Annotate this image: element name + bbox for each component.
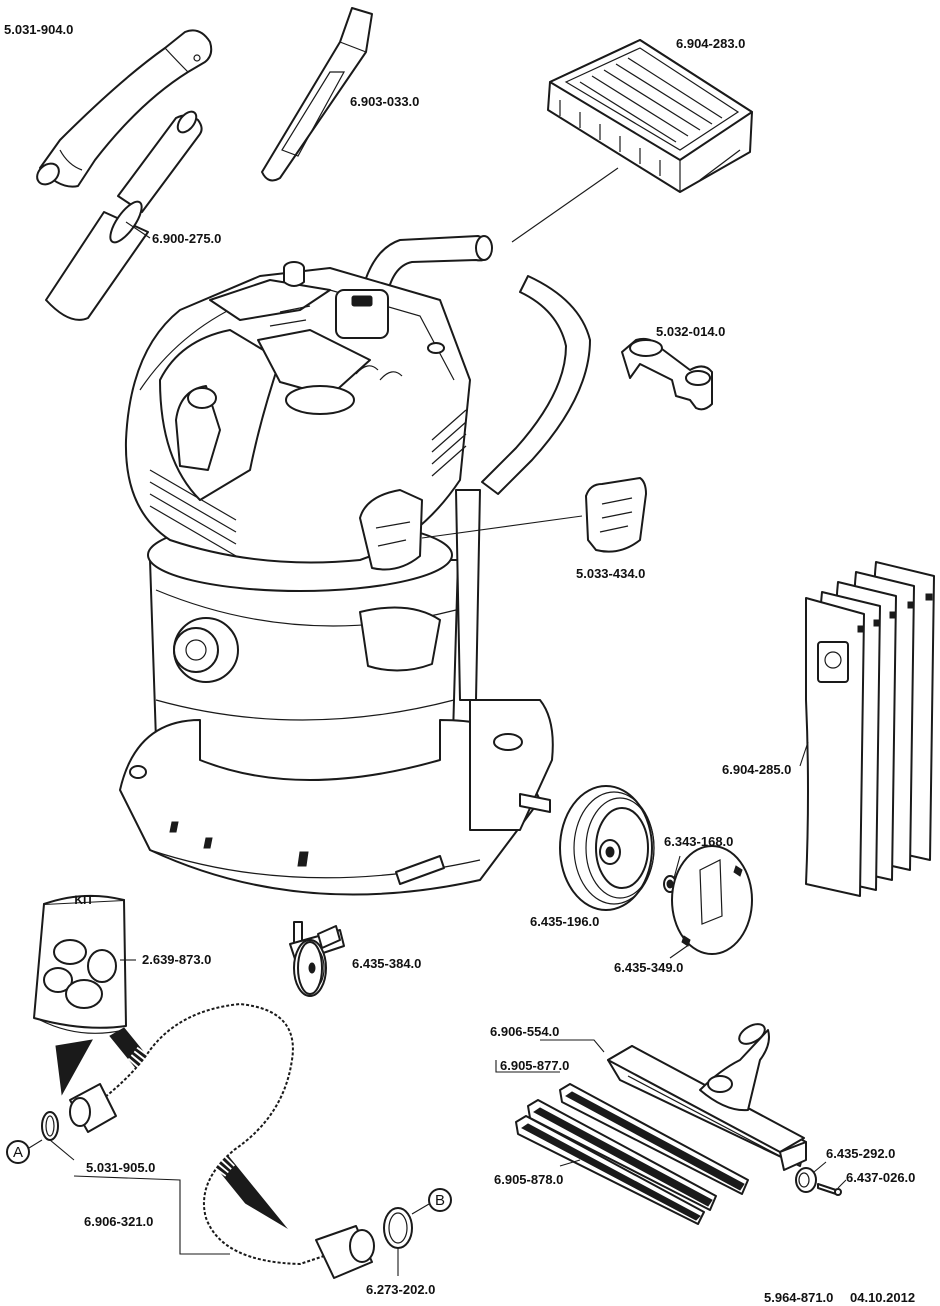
hose-ring-part (383, 1207, 413, 1249)
label-hose-clip: 5.031-905.0 (86, 1160, 155, 1175)
adapter-kit-part (33, 894, 127, 1034)
crevice-nozzle-part (261, 7, 373, 182)
clip-leader-line (49, 1139, 75, 1161)
label-squeegee-strip: 6.905-877.0 (500, 1058, 569, 1073)
label-adapter-kit: 2.639-873.0 (142, 952, 211, 967)
label-floor-nozzle: 6.906-554.0 (490, 1024, 559, 1039)
svg-text:B: B (435, 1192, 445, 1209)
label-caster: 6.435-384.0 (352, 956, 421, 971)
kit-arrow-left (55, 1039, 93, 1096)
filter-cover-part (585, 477, 647, 553)
marker-b-line (411, 1203, 430, 1215)
svg-text:A: A (13, 1144, 23, 1161)
label-filter-bags: 6.904-285.0 (722, 762, 791, 777)
label-hub-cap: 6.435-349.0 (614, 960, 683, 975)
label-crevice-nozzle: 6.903-033.0 (350, 94, 419, 109)
label-wheel: 6.435-196.0 (530, 914, 599, 929)
caster-part (289, 921, 345, 997)
label-suction-hose: 6.906-321.0 (84, 1214, 153, 1229)
pin-leader-line (837, 1179, 847, 1189)
label-flat-filter: 6.904-283.0 (676, 36, 745, 51)
squeegee-strip-part (559, 1083, 749, 1195)
label-hose-bend: 5.031-904.0 (4, 22, 73, 37)
footer-date: 04.10.2012 (850, 1290, 915, 1305)
marker-a-line (28, 1139, 43, 1149)
floor-nozzle-part (607, 1023, 807, 1171)
washer-leader-line (673, 855, 681, 879)
footer-doc-number: 5.964-871.0 (764, 1290, 833, 1305)
hose-leader-line (73, 1175, 230, 1255)
vacuum-cleaner-body (119, 235, 591, 896)
suction-tubes-part (45, 110, 203, 321)
label-suction-tubes: 6.900-275.0 (152, 231, 221, 246)
wheel-part (559, 785, 655, 911)
label-kit: KIT (74, 893, 94, 907)
label-hose-ring: 6.273-202.0 (366, 1282, 435, 1297)
roller-leader-line (813, 1161, 827, 1173)
nozzle-leader-line (540, 1039, 605, 1053)
hose-bend-part (36, 29, 213, 188)
bags-leader-line (799, 741, 809, 767)
accessory-holder-part (621, 337, 713, 411)
suction-hose-part (69, 991, 375, 1279)
pin-part (817, 1183, 842, 1196)
brush-strip-part (515, 1099, 717, 1225)
squeegee-leader-line (495, 1060, 560, 1073)
label-filter-cover: 5.033-434.0 (576, 566, 645, 581)
filter-bags-part (805, 561, 935, 897)
roller-part (795, 1167, 817, 1193)
hub-cap-leader-line (669, 943, 691, 959)
filter-leader-line (511, 167, 619, 243)
label-brush-strip: 6.905-878.0 (494, 1172, 563, 1187)
marker-a: A (6, 1140, 30, 1164)
label-hub-cap-washer: 6.343-168.0 (664, 834, 733, 849)
marker-b: B (428, 1188, 452, 1212)
hub-cap-part (671, 845, 753, 955)
label-pin: 6.437-026.0 (846, 1170, 915, 1185)
brush-leader-line (559, 1159, 581, 1167)
cover-leader-line (421, 515, 583, 539)
label-accessory-holder: 5.032-014.0 (656, 324, 725, 339)
hose-clip-part (41, 1111, 59, 1141)
label-roller: 6.435-292.0 (826, 1146, 895, 1161)
flat-filter-part (547, 39, 753, 193)
